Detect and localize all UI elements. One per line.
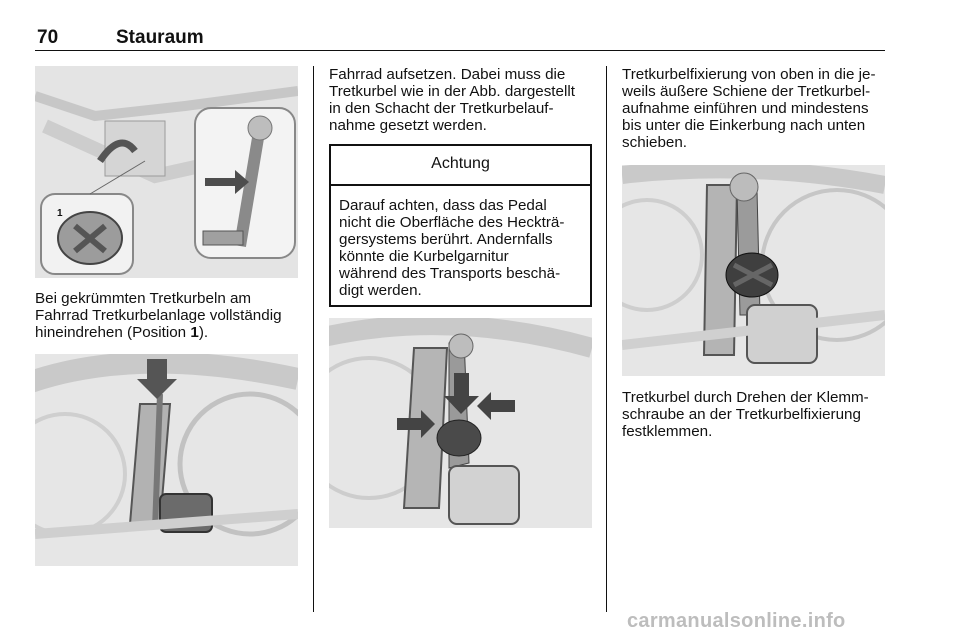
figure-callout-1: 1 <box>57 208 63 219</box>
text-line: Darauf achten, dass das Pedal <box>339 197 547 214</box>
text-line: aufnahme einführen und mindestens <box>622 100 869 117</box>
column-divider-1 <box>313 66 314 612</box>
text-line: Tretkurbel wie in der Abb. dargestellt <box>329 83 575 100</box>
section-title: Stauraum <box>116 27 204 48</box>
caution-box: Achtung Darauf achten, dass das Pedal ni… <box>329 144 592 307</box>
text-line: Tretkurbel durch Drehen der Klemm- <box>622 389 869 406</box>
text-line: digt werden. <box>339 282 422 299</box>
figure-crank-insertion: 1 <box>35 66 298 278</box>
col1-instruction-text: Bei gekrümmten Tretkurbeln am Fahrrad Tr… <box>35 290 305 341</box>
text-fragment: ). <box>198 324 209 341</box>
text-line: während des Transports beschä- <box>339 265 561 282</box>
text-line: weils äußere Schiene der Tretkurbel- <box>622 83 871 100</box>
figure-crank-in-holder <box>35 354 298 566</box>
text-line: könnte die Kurbelgarnitur <box>339 248 509 265</box>
text-line: nahme gesetzt werden. <box>329 117 487 134</box>
col3-instruction-text: Tretkurbelfixierung von oben in die je- … <box>622 66 892 151</box>
col3-clamp-text: Tretkurbel durch Drehen der Klemm- schra… <box>622 389 892 440</box>
figure-crank-fixation-insert <box>329 318 592 528</box>
text-line: hineindrehen (Position 1). <box>35 324 305 341</box>
text-line: nicht die Oberfläche des Heckträ- <box>339 214 565 231</box>
text-line: festklemmen. <box>622 423 713 440</box>
text-line: gersystems berührt. Andernfalls <box>339 231 553 248</box>
text-line: in den Schacht der Tretkurbelauf- <box>329 100 554 117</box>
text-line: schraube an der Tretkurbelfixierung <box>622 406 861 423</box>
text-line: schieben. <box>622 134 688 151</box>
header-divider <box>35 50 885 51</box>
column-divider-2 <box>606 66 607 612</box>
text-line: Fahrrad Tretkurbelanlage vollständig <box>35 307 282 324</box>
text-line: bis unter die Einkerbung nach unten <box>622 117 866 134</box>
caution-title: Achtung <box>331 146 590 186</box>
page-number: 70 <box>37 27 59 48</box>
figure-clamp-screw <box>622 165 885 376</box>
text-line: Bei gekrümmten Tretkurbeln am <box>35 290 252 307</box>
position-number: 1 <box>190 324 199 341</box>
col2-instruction-text: Fahrrad aufsetzen. Dabei muss die Tretku… <box>329 66 599 134</box>
text-line: Fahrrad aufsetzen. Dabei muss die <box>329 66 566 83</box>
caution-body: Darauf achten, dass das Pedal nicht die … <box>331 186 590 299</box>
text-line: Tretkurbelfixierung von oben in die je- <box>622 66 876 83</box>
watermark: carmanualsonline.info <box>627 610 846 632</box>
text-fragment: hineindrehen (Position <box>35 324 191 341</box>
